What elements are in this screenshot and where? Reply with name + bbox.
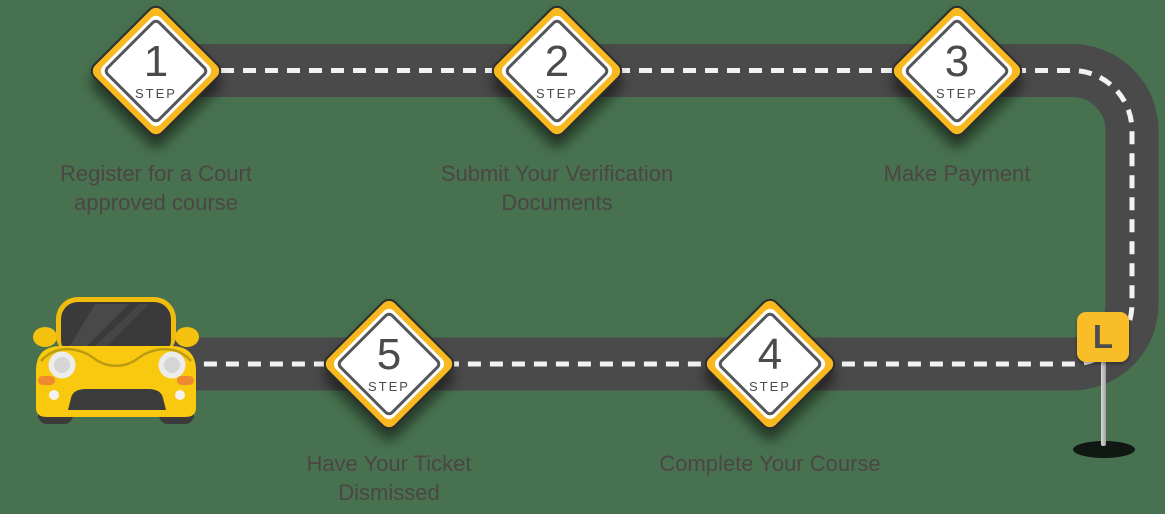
caption-step-3: Make Payment — [807, 159, 1107, 188]
step-label: STEP — [536, 86, 578, 101]
step-number: 4 — [757, 330, 783, 379]
step-diamond-4: 4 STEP — [700, 294, 840, 434]
caption-line: Dismissed — [338, 480, 440, 505]
car-icon — [33, 297, 199, 424]
caption-line: approved course — [74, 190, 238, 215]
learner-sign: L — [1077, 312, 1129, 362]
caption-line: Make Payment — [883, 161, 1031, 186]
sign-pole — [1101, 358, 1106, 446]
learner-sign-letter: L — [1092, 318, 1114, 355]
step-diamond-1: 1 STEP — [86, 1, 226, 141]
caption-step-5: Have Your Ticket Dismissed — [239, 449, 539, 507]
caption-step-1: Register for a Court approved course — [6, 159, 306, 217]
caption-line: Submit Your Verification — [440, 161, 674, 186]
step-label: STEP — [749, 379, 791, 394]
step-diamond-2: 2 STEP — [487, 1, 627, 141]
step-label: STEP — [135, 86, 177, 101]
caption-line: Have Your Ticket — [306, 451, 472, 476]
step-number: 3 — [944, 37, 970, 86]
caption-step-2: Submit Your Verification Documents — [407, 159, 707, 217]
caption-line: Register for a Court — [60, 161, 252, 186]
sign-ground-shadow — [1073, 441, 1135, 458]
step-diamond-5: 5 STEP — [319, 294, 459, 434]
caption-line: Documents — [501, 190, 613, 215]
step-label: STEP — [368, 379, 410, 394]
step-diamond-3: 3 STEP — [887, 1, 1027, 141]
step-label: STEP — [936, 86, 978, 101]
step-number: 2 — [544, 37, 570, 86]
caption-step-4: Complete Your Course — [620, 449, 920, 478]
step-number: 1 — [143, 37, 169, 86]
step-number: 5 — [376, 330, 402, 379]
caption-line: Complete Your Course — [659, 451, 881, 476]
